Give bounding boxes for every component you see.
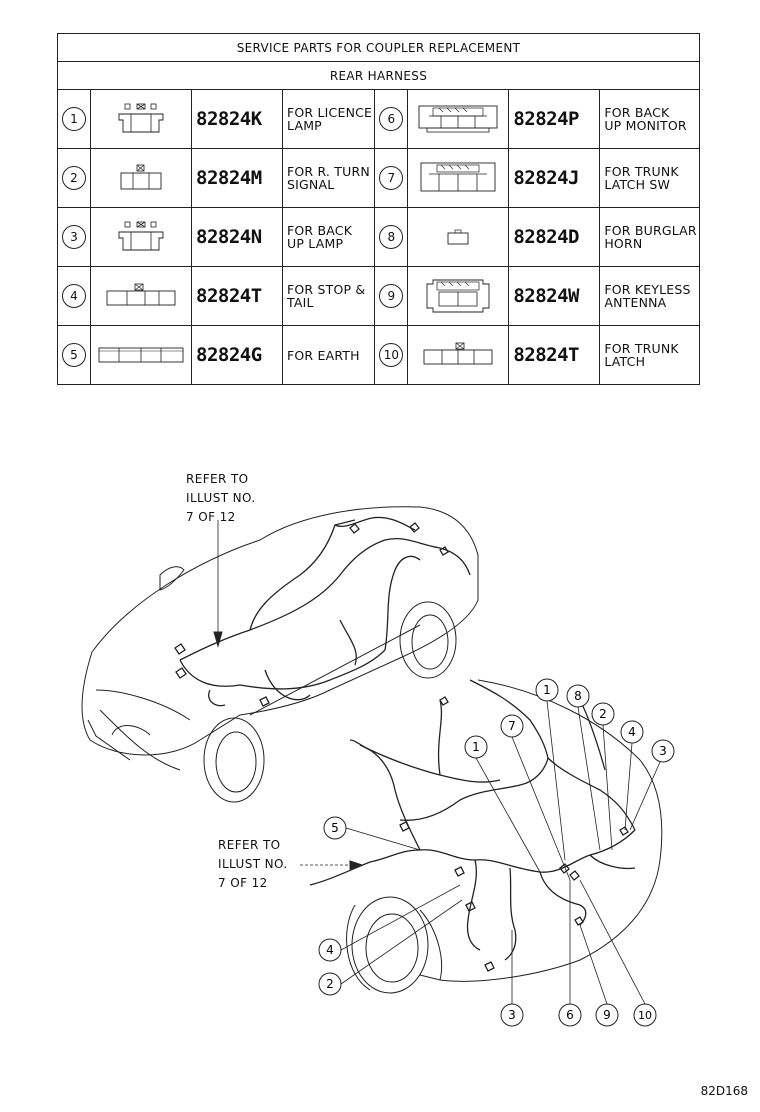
marker-callout: 5 bbox=[323, 816, 347, 840]
item-number: 3 bbox=[62, 225, 86, 249]
part-code: 82824T bbox=[508, 325, 601, 385]
connector-icon bbox=[407, 325, 510, 385]
svg-text:2: 2 bbox=[326, 977, 334, 991]
illustration-id: 82D168 bbox=[700, 1084, 748, 1098]
part-description: FOR KEYLESS ANTENNA bbox=[599, 266, 700, 326]
marker-callout: 10 bbox=[633, 1003, 657, 1027]
table-row: 3 82824N FOR BACK UP LAMP 8 82824D FOR B… bbox=[57, 207, 700, 267]
item-number: 4 bbox=[62, 284, 86, 308]
marker-leaders bbox=[340, 700, 661, 1005]
part-code: 82824P bbox=[508, 89, 601, 149]
rear-refer-callout: REFER TO ILLUST NO. 7 OF 12 bbox=[218, 838, 288, 890]
part-code: 82824D bbox=[508, 207, 601, 267]
item-number: 10 bbox=[379, 343, 404, 367]
table-subtitle: REAR HARNESS bbox=[57, 61, 700, 90]
connector-icon bbox=[407, 89, 510, 149]
part-code: 82824W bbox=[508, 266, 601, 326]
connector-icon bbox=[407, 148, 510, 208]
marker-callout: 3 bbox=[500, 1003, 524, 1027]
item-number: 8 bbox=[379, 225, 404, 249]
table-row: 5 82824G FOR EARTH 10 82824T FOR TRUNK L… bbox=[57, 325, 700, 385]
front-wire-harness bbox=[174, 516, 471, 707]
svg-text:7: 7 bbox=[508, 719, 516, 733]
svg-text:3: 3 bbox=[659, 744, 667, 758]
marker-callout: 7 bbox=[500, 714, 524, 738]
svg-text:4: 4 bbox=[326, 943, 334, 957]
part-code: 82824G bbox=[191, 325, 283, 385]
svg-text:9: 9 bbox=[603, 1008, 611, 1022]
item-number: 5 bbox=[62, 343, 86, 367]
marker-callout: 2 bbox=[591, 702, 615, 726]
svg-text:4: 4 bbox=[628, 725, 636, 739]
front-refer-callout: REFER TO ILLUST NO. 7 OF 12 bbox=[186, 472, 256, 524]
part-description: FOR EARTH bbox=[281, 325, 376, 385]
marker-callout: 9 bbox=[595, 1003, 619, 1027]
svg-text:5: 5 bbox=[331, 821, 339, 835]
part-description: FOR BURGLAR HORN bbox=[599, 207, 700, 267]
part-code: 82824M bbox=[191, 148, 283, 208]
svg-text:2: 2 bbox=[599, 707, 607, 721]
marker-callout: 1 bbox=[464, 735, 488, 759]
marker-callout: 1 bbox=[535, 678, 559, 702]
item-number: 1 bbox=[62, 107, 86, 131]
svg-text:1: 1 bbox=[472, 740, 480, 754]
part-code: 82824T bbox=[191, 266, 283, 326]
svg-text:8: 8 bbox=[574, 689, 582, 703]
item-number: 7 bbox=[379, 166, 404, 190]
connector-icon bbox=[90, 266, 192, 326]
connector-icon bbox=[90, 148, 192, 208]
part-description: FOR TRUNK LATCH SW bbox=[599, 148, 700, 208]
svg-text:1: 1 bbox=[543, 683, 551, 697]
svg-text:10: 10 bbox=[638, 1009, 652, 1022]
rear-wire-harness bbox=[309, 679, 636, 972]
item-number: 9 bbox=[379, 284, 404, 308]
marker-callout: 4 bbox=[318, 938, 342, 962]
marker-callout: 3 bbox=[651, 739, 675, 763]
item-number: 2 bbox=[62, 166, 86, 190]
rear-car-outline bbox=[346, 679, 663, 994]
item-number: 6 bbox=[379, 107, 404, 131]
marker-callout: 6 bbox=[558, 1003, 582, 1027]
marker-callout: 4 bbox=[620, 720, 644, 744]
front-car-outline bbox=[81, 506, 479, 803]
marker-callout: 8 bbox=[566, 684, 590, 708]
marker-callout: 2 bbox=[318, 972, 342, 996]
part-description: FOR BACK UP LAMP bbox=[281, 207, 376, 267]
part-description: FOR TRUNK LATCH bbox=[599, 325, 700, 385]
part-description: FOR STOP & TAIL bbox=[281, 266, 376, 326]
parts-table: SERVICE PARTS FOR COUPLER REPLACEMENT RE… bbox=[57, 33, 700, 385]
connector-icon bbox=[407, 266, 510, 326]
svg-text:6: 6 bbox=[566, 1008, 574, 1022]
part-description: FOR LICENCE LAMP bbox=[281, 89, 376, 149]
connector-icon bbox=[90, 325, 192, 385]
svg-text:3: 3 bbox=[508, 1008, 516, 1022]
marker-circles: 1 8 2 4 3 7 1 5 4 2 3 6 9 10 bbox=[318, 678, 675, 1027]
